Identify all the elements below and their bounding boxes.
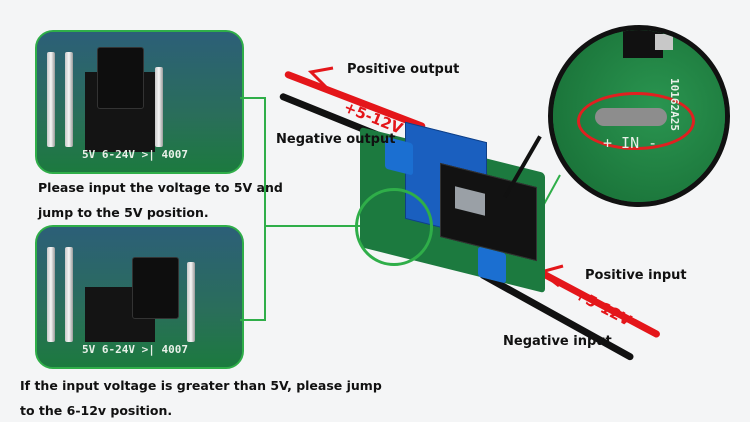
negative-output-label: Negative output — [276, 132, 396, 147]
header-pin — [187, 262, 195, 342]
instruction-6-12v-line2: to the 6-12v position. — [20, 403, 173, 418]
jumper-highlight-circle — [355, 188, 433, 266]
header-pin — [47, 247, 55, 342]
header-pin — [47, 52, 55, 147]
header-pin — [155, 67, 163, 147]
jumper-cap — [132, 257, 179, 319]
board-code: 10162A25 — [668, 78, 681, 131]
silkscreen-label: 5V 6-24V >| 4007 — [82, 343, 188, 356]
input-pad-highlight — [577, 92, 695, 150]
input-pad-label: + IN - — [603, 134, 658, 152]
header-pin — [65, 247, 73, 342]
jumper-5v-closeup: 5V 6-24V >| 4007 — [35, 30, 244, 174]
negative-input-label: Negative input — [503, 334, 612, 349]
silkscreen-label: 5V 6-24V >| 4007 — [82, 148, 188, 161]
jumper-cap — [97, 47, 144, 109]
jumper-6-12v-closeup: 5V 6-24V >| 4007 — [35, 225, 244, 369]
positive-output-label: Positive output — [347, 62, 460, 77]
input-magnifier: + IN - 10162A25 — [548, 25, 730, 207]
output-arrow — [307, 66, 334, 90]
positive-input-label: Positive input — [585, 268, 687, 283]
instruction-5v-line1: Please input the voltage to 5V and — [38, 180, 283, 195]
smd-pad — [655, 34, 673, 50]
instruction-5v-line2: jump to the 5V position. — [38, 205, 209, 220]
instruction-6-12v-line1: If the input voltage is greater than 5V,… — [20, 378, 382, 393]
header-pin — [65, 52, 73, 147]
